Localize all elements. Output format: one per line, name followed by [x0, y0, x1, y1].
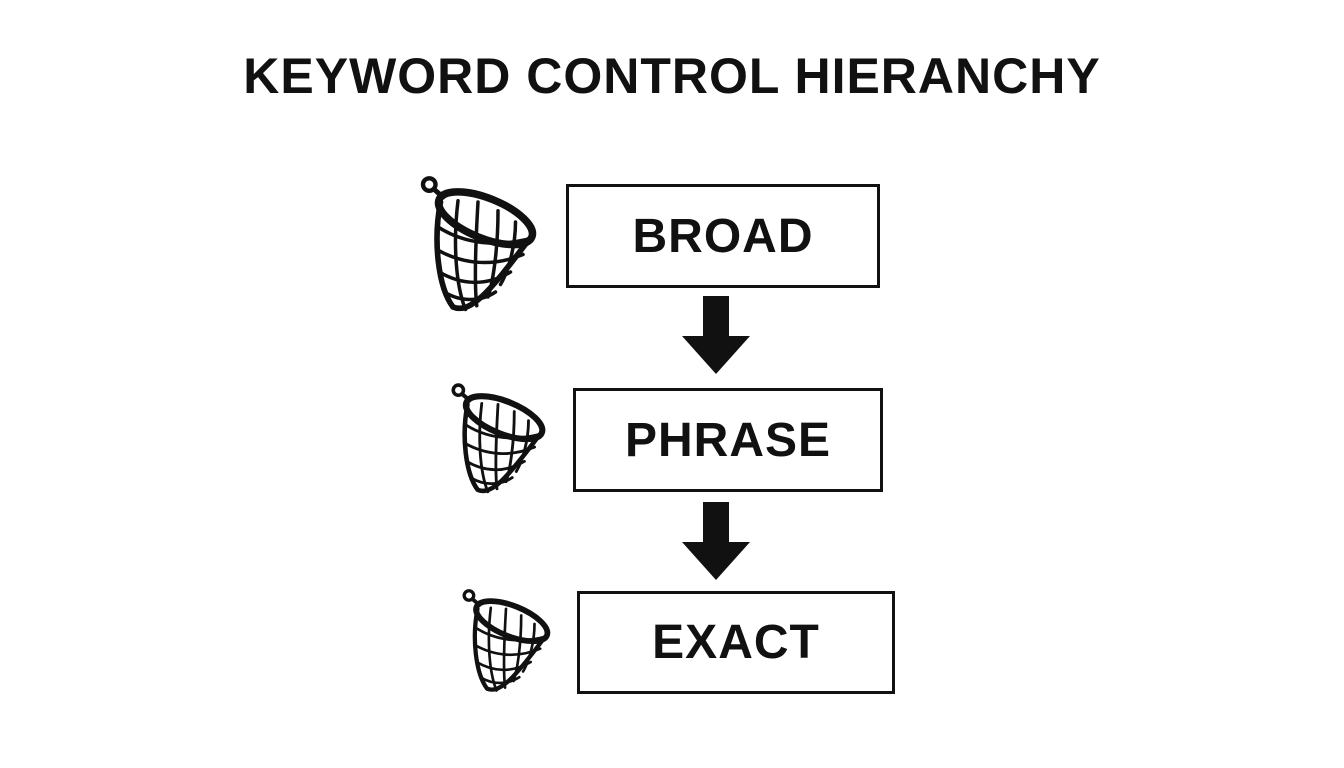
net-icon [451, 383, 546, 494]
level-label-broad: BROAD [632, 209, 814, 263]
net-icon [420, 176, 537, 312]
arrow-down-icon [682, 502, 750, 580]
arrow-down-icon [682, 296, 750, 374]
level-label-phrase: PHRASE [624, 413, 832, 467]
level-label-exact: EXACT [652, 616, 820, 669]
level-box-phrase: PHRASE [573, 388, 883, 492]
level-box-broad: BROAD [566, 184, 880, 288]
net-icon [462, 589, 551, 692]
page-title: KEYWORD CONTROL HIERANCHY [243, 48, 1101, 104]
level-box-exact: EXACT [577, 591, 895, 694]
